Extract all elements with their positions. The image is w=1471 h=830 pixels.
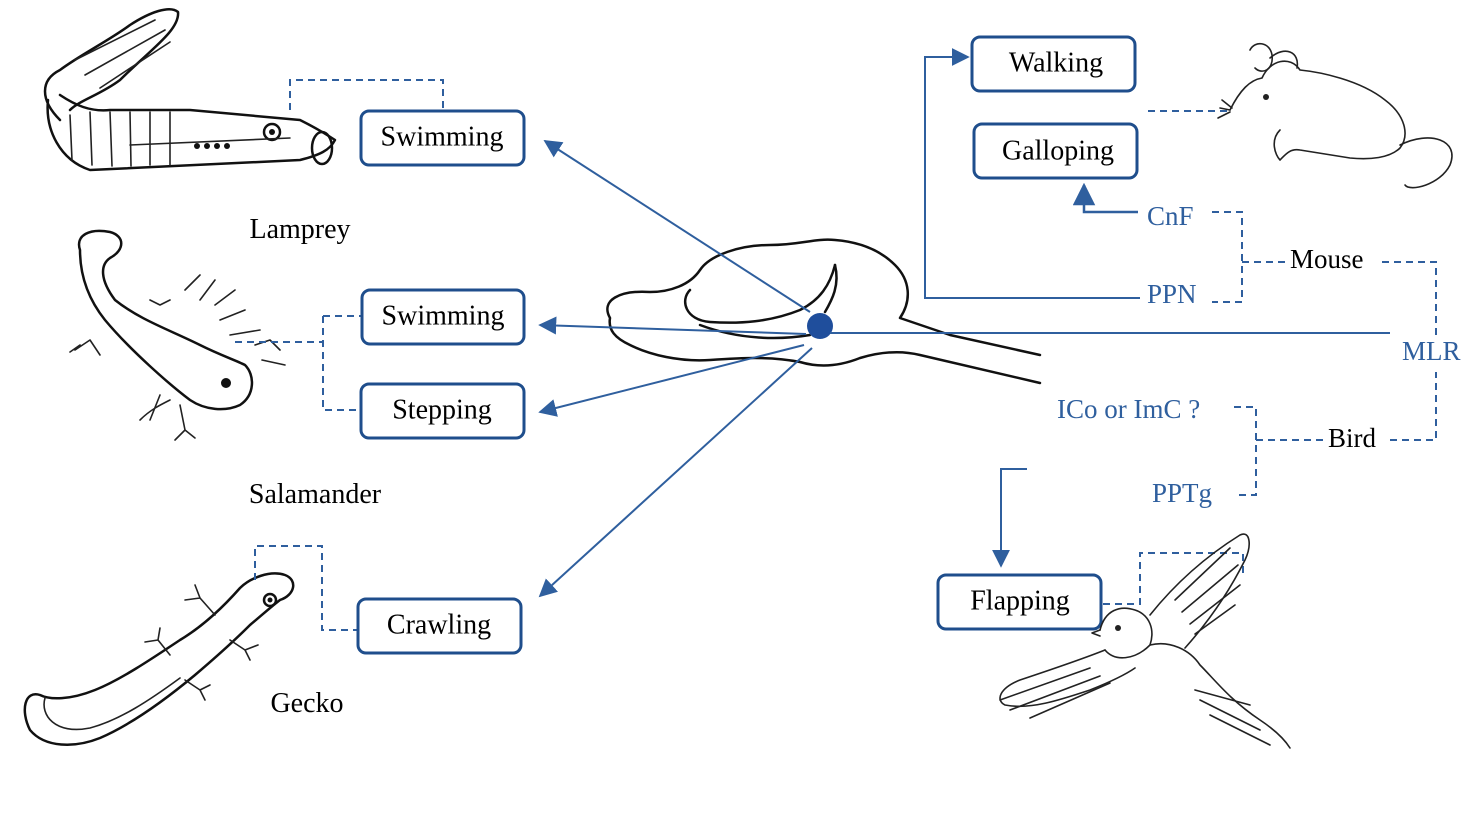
mouse-drawing: [1217, 42, 1453, 189]
lamprey-dash: [289, 79, 444, 112]
pptg-label: PPTg: [1152, 478, 1212, 508]
arrow-salamander-swimming: [538, 316, 807, 335]
salamander-dash: [235, 315, 363, 411]
lamprey-label: Lamprey: [249, 214, 350, 245]
brain-drawing: [606, 238, 1042, 385]
bird-flapping-box: Flapping: [936, 573, 1103, 631]
svg-text:Flapping: Flapping: [970, 585, 1070, 616]
mouse-walking-box: Walking: [970, 35, 1137, 93]
to-flapping-arrow: [992, 468, 1027, 568]
salamander-drawing: [69, 229, 286, 441]
salamander-swimming-box: Swimming: [360, 288, 526, 346]
bird-dash-tree: [1234, 372, 1437, 496]
ico-label: ICo or ImC ?: [1057, 394, 1200, 424]
gecko-drawing: [23, 572, 295, 746]
mouse-galloping-box: Galloping: [972, 122, 1139, 180]
bird-drawing: [999, 533, 1291, 749]
mlr-label: MLR: [1402, 336, 1461, 366]
svg-text:Swimming: Swimming: [382, 300, 505, 331]
mouse-dash-tree: [1212, 211, 1437, 338]
salamander-label: Salamander: [249, 479, 382, 510]
arrow-salamander-stepping: [538, 344, 805, 417]
bird-label: Bird: [1328, 423, 1377, 453]
lamprey-drawing: [43, 8, 337, 172]
salamander-stepping-box: Stepping: [359, 382, 526, 440]
bird-drawing-dash: [1103, 552, 1244, 605]
ppn-label: PPN: [1147, 279, 1197, 309]
gecko-crawling-box: Crawling: [356, 597, 523, 655]
mouse-label: Mouse: [1290, 244, 1364, 274]
svg-text:Crawling: Crawling: [387, 609, 491, 640]
arrow-lamprey-swimming: [543, 140, 811, 313]
gecko-dash: [254, 545, 358, 631]
ppn-to-walking-arrow: [924, 48, 1140, 299]
arrow-gecko-crawling: [538, 347, 813, 598]
mlr-dot: [807, 313, 833, 339]
svg-text:Walking: Walking: [1009, 47, 1103, 78]
cnf-to-galloping-arrow: [1072, 182, 1138, 214]
lamprey-swimming-box: Swimming: [359, 109, 526, 167]
svg-text:Swimming: Swimming: [381, 121, 504, 152]
svg-text:Stepping: Stepping: [392, 394, 492, 425]
svg-text:Galloping: Galloping: [1002, 135, 1114, 166]
gecko-label: Gecko: [270, 688, 343, 719]
cnf-label: CnF: [1147, 201, 1194, 231]
